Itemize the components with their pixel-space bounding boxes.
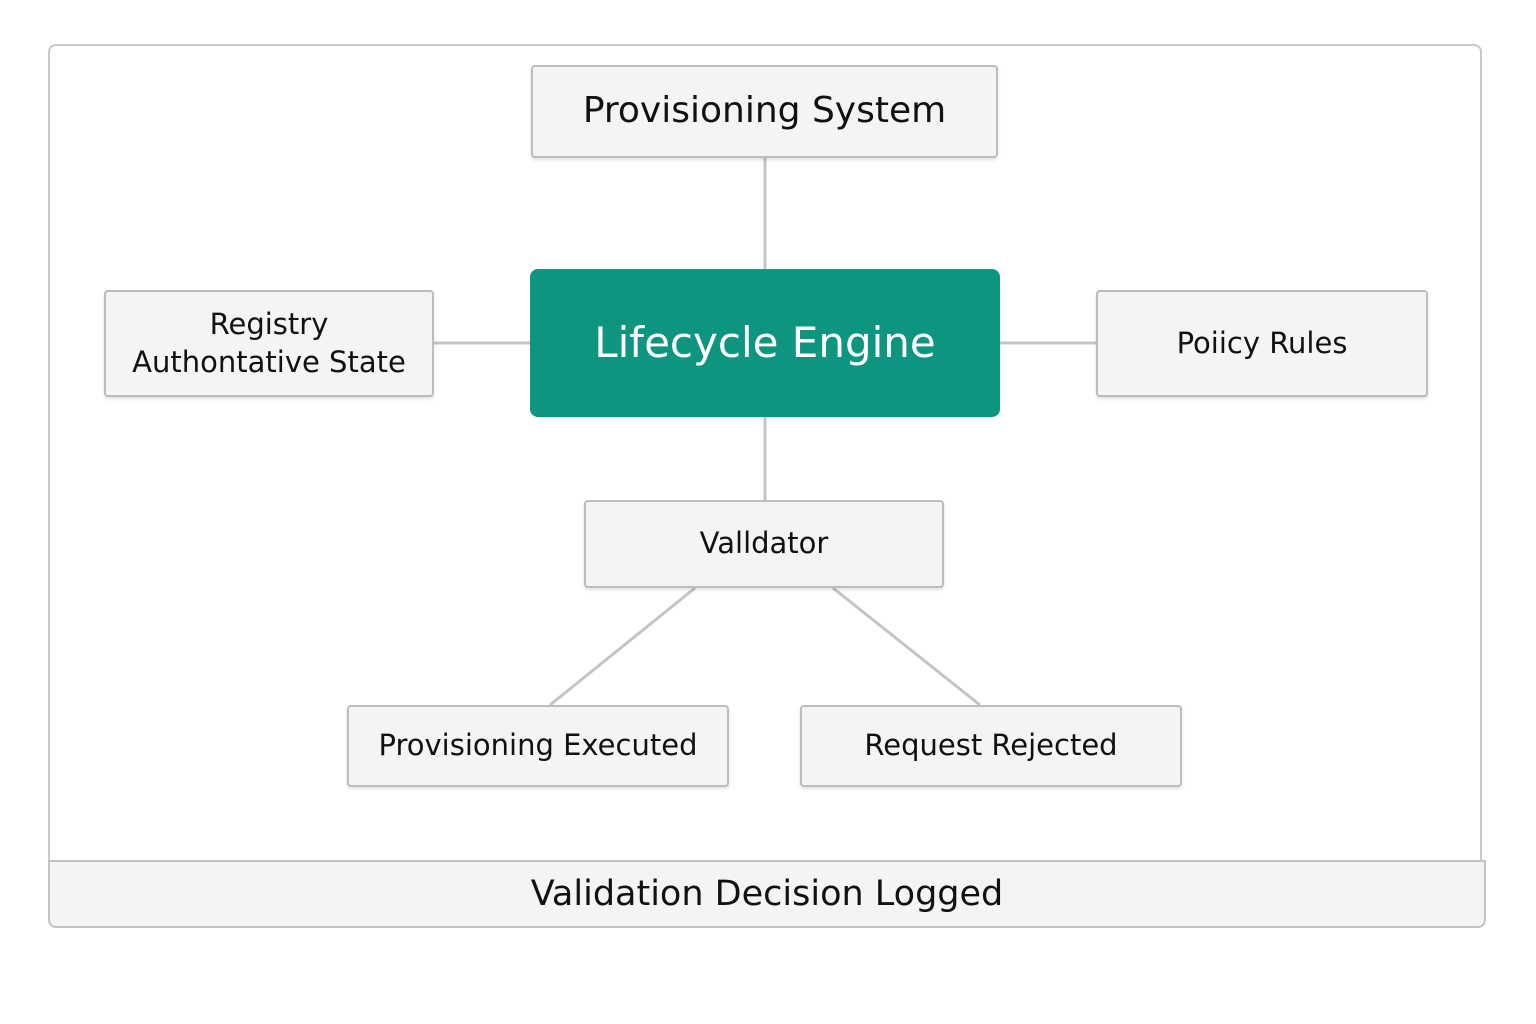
connector-validator-executed	[549, 586, 696, 707]
registry-label-line1: Registry	[209, 306, 329, 341]
provisioning-executed-node: Provisioning Executed	[347, 705, 729, 787]
provisioning-system-node: Provisioning System	[531, 65, 998, 158]
policy-rules-node: Poiicy Rules	[1096, 290, 1428, 397]
request-rejected-label: Request Rejected	[864, 728, 1118, 763]
request-rejected-node: Request Rejected	[800, 705, 1182, 787]
footer-banner: Validation Decision Logged	[48, 860, 1486, 928]
connector-validator-rejected	[832, 586, 981, 707]
policy-rules-label: Poiicy Rules	[1176, 325, 1348, 360]
registry-node: Registry Authontative State	[104, 290, 434, 397]
provisioning-system-label: Provisioning System	[582, 90, 947, 132]
validator-node: Valldator	[584, 500, 944, 588]
lifecycle-engine-label: Lifecycle Engine	[594, 317, 936, 367]
provisioning-executed-label: Provisioning Executed	[378, 728, 698, 763]
lifecycle-engine-node: Lifecycle Engine	[530, 269, 1000, 417]
validator-label: Valldator	[699, 526, 829, 561]
footer-label: Validation Decision Logged	[530, 874, 1004, 914]
registry-label-line2: Authontative State	[132, 344, 406, 379]
